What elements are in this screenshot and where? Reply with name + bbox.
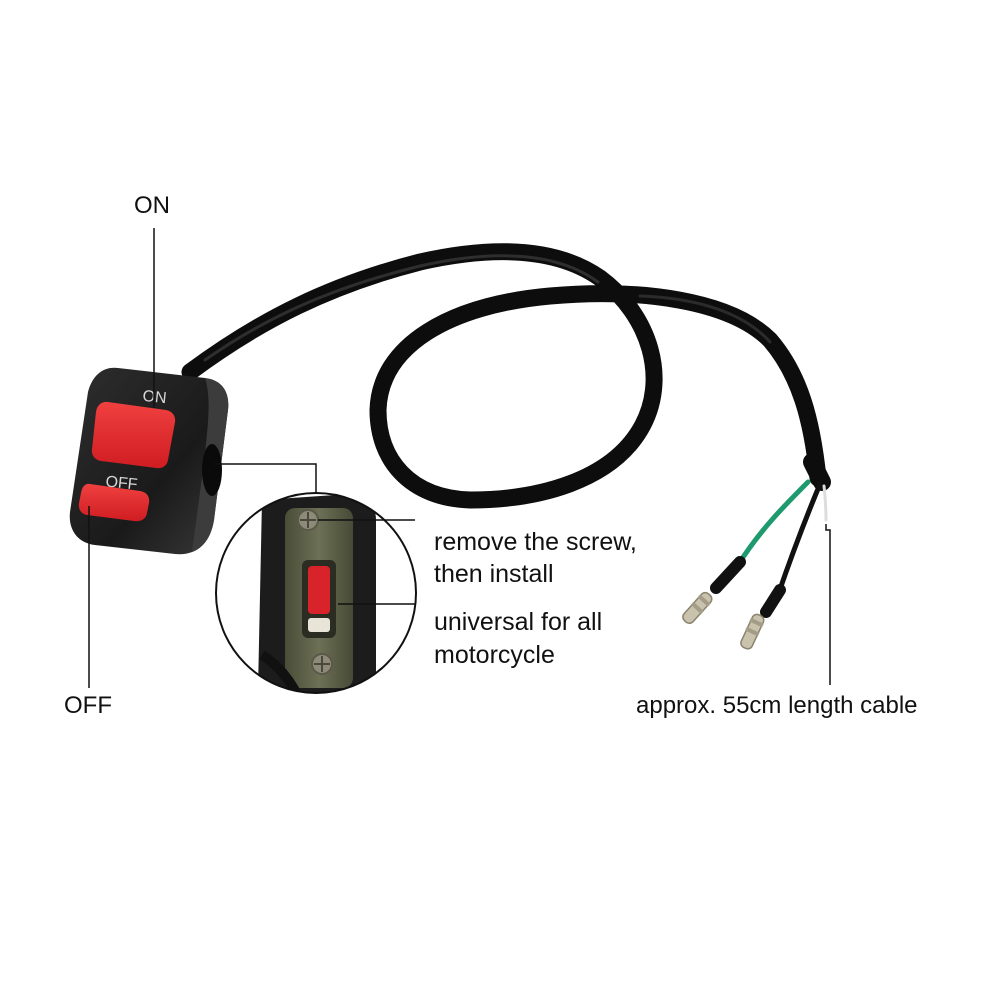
green-wire xyxy=(735,479,811,568)
black-sleeve xyxy=(760,584,786,618)
universal-label-line1: universal for all xyxy=(434,608,602,636)
switch-housing: ON OFF xyxy=(69,367,229,555)
universal-label-line2: motorcycle xyxy=(434,641,555,669)
cable-leader xyxy=(825,524,831,685)
black-wire xyxy=(775,481,823,598)
green-sleeve xyxy=(710,556,746,594)
cable-highlight xyxy=(203,254,600,362)
off-button[interactable] xyxy=(78,483,150,522)
bullet-terminals xyxy=(682,591,765,650)
cable-highlight-2 xyxy=(638,294,772,344)
cable xyxy=(181,243,831,509)
bullet-terminal-1 xyxy=(682,591,713,625)
labels: ON OFF remove the screw, then install un… xyxy=(64,192,918,719)
handlebar-bore xyxy=(202,444,222,496)
white-wire xyxy=(822,484,828,522)
cable-end-sheath xyxy=(803,453,831,491)
off-label: OFF xyxy=(64,692,112,719)
inset-detail xyxy=(215,492,417,694)
screw-icon xyxy=(311,653,333,675)
cable-length-label: approx. 55cm length cable xyxy=(636,692,918,719)
screw-label-line1: remove the screw, xyxy=(434,528,637,556)
on-button[interactable] xyxy=(91,401,176,469)
on-label: ON xyxy=(134,192,170,219)
screw-label-line2: then install xyxy=(434,560,554,588)
bullet-terminal-2 xyxy=(740,613,765,650)
screw-icon xyxy=(297,509,319,531)
inset-red-button xyxy=(308,566,330,614)
leader-lines xyxy=(88,228,831,688)
inset-leader xyxy=(214,463,317,494)
inset-cable xyxy=(259,650,305,693)
wire-leads xyxy=(710,479,828,618)
inset-slot-light xyxy=(308,618,330,632)
cable-loop xyxy=(181,243,827,509)
